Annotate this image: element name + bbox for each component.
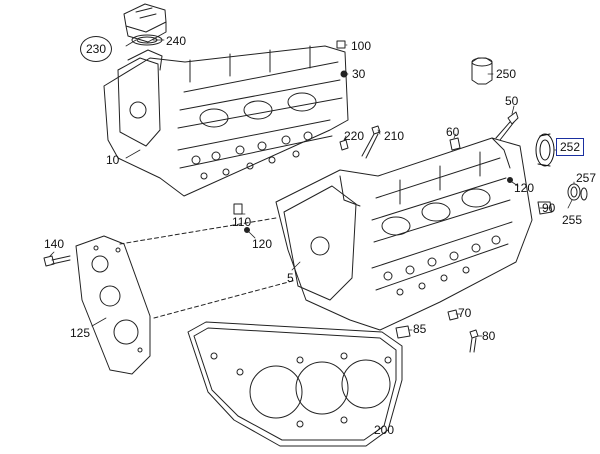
callout-120-right[interactable]: 120 — [514, 181, 535, 195]
upper-cylinder-head-part — [103, 45, 349, 197]
sleeve-part-110 — [233, 203, 243, 215]
plug-part-30 — [340, 70, 348, 78]
callout-120-left[interactable]: 120 — [252, 237, 273, 251]
callout-140[interactable]: 140 — [44, 237, 65, 251]
dowel-part-120-left — [244, 227, 250, 233]
callout-257[interactable]: 257 — [576, 171, 597, 185]
plug-part-70 — [447, 309, 459, 321]
plug-part-90 — [537, 201, 553, 215]
callout-210[interactable]: 210 — [384, 129, 405, 143]
callout-5[interactable]: 5 — [287, 271, 294, 285]
callout-220[interactable]: 220 — [344, 129, 365, 143]
callout-255[interactable]: 255 — [562, 213, 583, 227]
bolt-part-80 — [469, 329, 479, 353]
oil-filler-cap-part — [123, 3, 167, 43]
ring-part-257 — [580, 187, 588, 201]
callout-100[interactable]: 100 — [351, 39, 372, 53]
plug-part-60 — [449, 137, 461, 151]
callout-80[interactable]: 80 — [482, 329, 496, 343]
lower-cylinder-head-part — [275, 137, 533, 331]
callout-252[interactable]: 252 — [556, 138, 585, 156]
callout-125[interactable]: 125 — [70, 326, 91, 340]
callout-85[interactable]: 85 — [413, 322, 427, 336]
plug-part-85 — [395, 325, 411, 339]
timing-cover-part — [75, 235, 151, 375]
alignment-line — [153, 279, 297, 319]
callout-250[interactable]: 250 — [496, 67, 517, 81]
callout-240[interactable]: 240 — [166, 34, 187, 48]
callout-200[interactable]: 200 — [374, 423, 395, 437]
bolt-part-50 — [495, 111, 519, 141]
callout-50[interactable]: 50 — [505, 94, 519, 108]
bolt-part-210 — [361, 125, 381, 159]
callout-70[interactable]: 70 — [458, 306, 472, 320]
callout-30[interactable]: 30 — [352, 67, 366, 81]
bolt-part-140 — [43, 255, 71, 267]
cover-cap-part — [471, 57, 493, 85]
head-gasket-part — [187, 321, 403, 447]
callout-10[interactable]: 10 — [106, 153, 120, 167]
sleeve-part-100 — [336, 40, 346, 49]
callout-90[interactable]: 90 — [542, 201, 556, 215]
seal-ring-part-252 — [535, 133, 555, 167]
alignment-line — [119, 217, 277, 245]
sleeve-part-255 — [567, 183, 581, 201]
callout-110[interactable]: 110 — [232, 215, 252, 229]
callout-60[interactable]: 60 — [446, 125, 460, 139]
callout-230[interactable]: 230 — [80, 36, 112, 62]
washer-part-220 — [339, 139, 349, 151]
dowel-part-120-right — [507, 177, 513, 183]
